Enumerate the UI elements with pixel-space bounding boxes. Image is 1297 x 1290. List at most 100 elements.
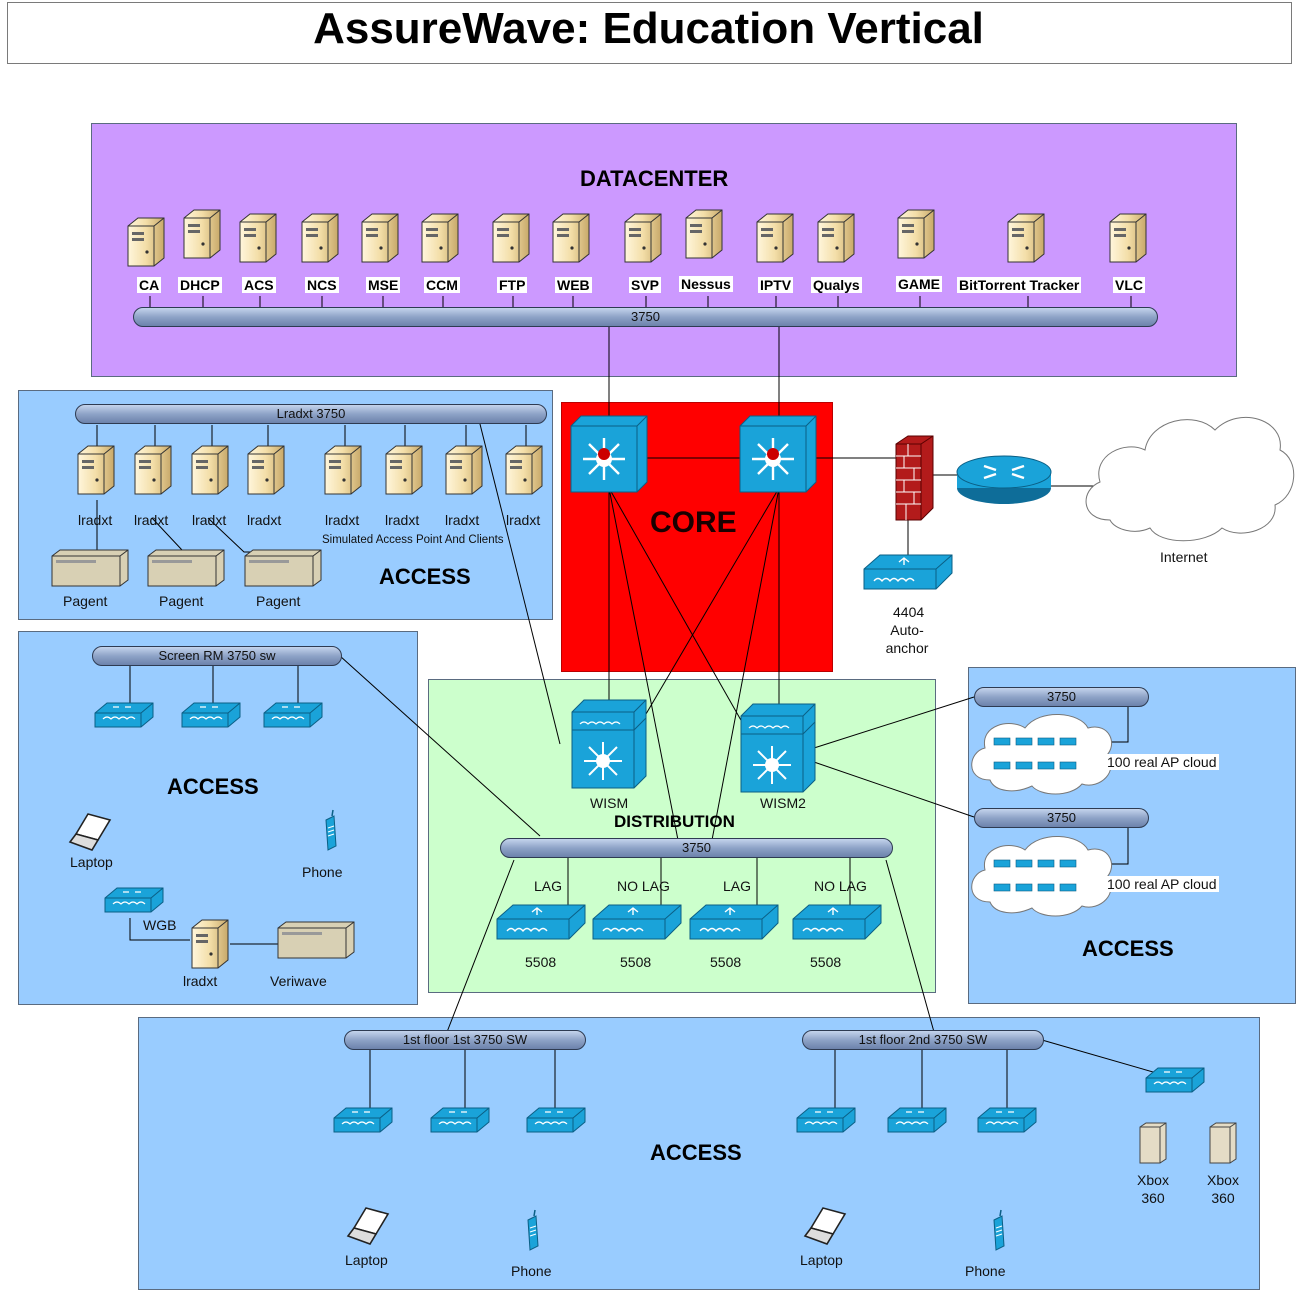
server-label: Nessus bbox=[679, 276, 733, 292]
server-label: WEB bbox=[555, 277, 592, 293]
access-zone-right bbox=[968, 667, 1296, 1004]
floor1-switch-bus-1: 1st floor 1st 3750 SW bbox=[344, 1030, 586, 1050]
wism-icon bbox=[571, 699, 647, 789]
wgb-icon bbox=[104, 887, 164, 913]
server-label: CCM bbox=[424, 277, 460, 293]
lag-label: NO LAG bbox=[617, 878, 670, 894]
server-label: GAME bbox=[896, 276, 942, 292]
access-zone-bottom bbox=[138, 1017, 1260, 1290]
wism2-icon bbox=[740, 703, 816, 793]
lradxt-label: lradxt bbox=[445, 512, 480, 528]
veriwave-label: Veriwave bbox=[270, 973, 327, 989]
title-frame bbox=[7, 2, 1292, 64]
pagent-label: Pagent bbox=[159, 593, 204, 609]
pagent-label: Pagent bbox=[256, 593, 301, 609]
lradxt-label: lradxt bbox=[385, 512, 420, 528]
distribution-switch-bus: 3750 bbox=[500, 838, 893, 858]
controller-label: 5508 bbox=[525, 954, 557, 970]
wgb-label: WGB bbox=[143, 917, 177, 933]
core-label: CORE bbox=[650, 506, 737, 539]
laptop-icon-bottom-2 bbox=[804, 1207, 846, 1245]
laptop-label-left: Laptop bbox=[70, 854, 113, 870]
lag-label: LAG bbox=[723, 878, 752, 894]
server-label: DHCP bbox=[178, 277, 222, 293]
internet-label: Internet bbox=[1160, 549, 1208, 565]
wlc-5508-controllers bbox=[496, 904, 882, 940]
distribution-zone bbox=[428, 679, 936, 993]
phone-icon-bottom-1 bbox=[527, 1209, 539, 1251]
lradxt-label: lradxt bbox=[247, 512, 282, 528]
firewall-icon bbox=[895, 435, 934, 521]
datacenter-servers bbox=[127, 209, 1147, 267]
pagent-devices bbox=[51, 549, 322, 587]
access-label-right: ACCESS bbox=[1082, 936, 1174, 961]
server-label: VLC bbox=[1113, 277, 1145, 293]
datacenter-zone bbox=[91, 123, 1237, 377]
lradxt-label: lradxt bbox=[134, 512, 169, 528]
wism2-label: WISM2 bbox=[760, 795, 806, 811]
anchor-role-label: Auto- anchor bbox=[885, 622, 929, 656]
server-label: IPTV bbox=[758, 277, 794, 293]
laptop-label-bottom: Laptop bbox=[345, 1252, 388, 1268]
xbox-icon-1 bbox=[1139, 1122, 1167, 1164]
server-label: BitTorrent Tracker bbox=[957, 277, 1082, 293]
lradxt-label: lradxt bbox=[325, 512, 360, 528]
server-label: NCS bbox=[305, 277, 339, 293]
access-label-left: ACCESS bbox=[167, 774, 259, 799]
lag-label: NO LAG bbox=[814, 878, 867, 894]
distribution-label: DISTRIBUTION bbox=[614, 812, 735, 831]
server-label: ACS bbox=[242, 277, 276, 293]
veriwave-icon bbox=[277, 921, 355, 959]
core-switches bbox=[569, 414, 818, 494]
access-label-bottom: ACCESS bbox=[650, 1140, 742, 1165]
server-label: CA bbox=[137, 277, 162, 293]
anchor-model-label: 4404 bbox=[893, 604, 925, 620]
ap-cloud-2 bbox=[971, 836, 1112, 917]
phone-icon-bottom-2 bbox=[993, 1209, 1005, 1251]
laptop-icon-left bbox=[69, 813, 111, 851]
controller-label: 5508 bbox=[620, 954, 652, 970]
ap-cloud-label: 100 real AP cloud bbox=[1105, 754, 1219, 770]
anchor-controller-icon bbox=[863, 554, 953, 590]
server-label: MSE bbox=[366, 277, 401, 293]
ap-cloud-1 bbox=[971, 714, 1112, 795]
laptop-label-bottom: Laptop bbox=[800, 1252, 843, 1268]
server-label: Qualys bbox=[811, 277, 862, 293]
lradxt-server-left bbox=[191, 919, 229, 969]
lradxt-servers bbox=[77, 445, 543, 495]
controller-label: 5508 bbox=[710, 954, 742, 970]
xbox-label: Xbox 360 bbox=[1207, 1172, 1239, 1206]
controller-label: 5508 bbox=[810, 954, 842, 970]
server-label: FTP bbox=[497, 277, 528, 293]
connection-lines bbox=[96, 296, 1161, 1112]
pagent-label: Pagent bbox=[63, 593, 108, 609]
screen-rm-switch-bus: Screen RM 3750 sw bbox=[92, 646, 342, 666]
phone-label-left: Phone bbox=[302, 864, 343, 880]
laptop-icon-bottom-1 bbox=[347, 1207, 389, 1245]
screen-rm-aps bbox=[94, 702, 323, 728]
datacenter-label: DATACENTER bbox=[580, 166, 729, 191]
xbox-label: Xbox 360 bbox=[1137, 1172, 1169, 1206]
router-icon bbox=[956, 455, 1052, 504]
xbox-icon-2 bbox=[1209, 1122, 1237, 1164]
ap-cloud-label: 100 real AP cloud bbox=[1105, 876, 1219, 892]
wism-label: WISM bbox=[590, 795, 629, 811]
simulated-ap-caption: Simulated Access Point And Clients bbox=[322, 534, 504, 546]
floor1-switch-bus-2: 1st floor 2nd 3750 SW bbox=[802, 1030, 1044, 1050]
lradxt-label: lradxt bbox=[78, 512, 113, 528]
lag-label: LAG bbox=[534, 878, 563, 894]
datacenter-switch-bus: 3750 bbox=[133, 307, 1158, 327]
phone-icon-left bbox=[325, 809, 337, 851]
diagram-title: AssureWave: Education Vertical bbox=[313, 4, 984, 53]
server-label: SVP bbox=[629, 277, 662, 293]
internet-cloud-icon bbox=[1085, 416, 1295, 542]
right-switch-bus-1: 3750 bbox=[974, 687, 1149, 707]
lradxt-label: lradxt bbox=[192, 512, 227, 528]
lradxt-label-left: lradxt bbox=[183, 973, 218, 989]
right-switch-bus-2: 3750 bbox=[974, 808, 1149, 828]
access-label-top: ACCESS bbox=[379, 564, 471, 589]
phone-label-bottom: Phone bbox=[511, 1263, 552, 1279]
phone-label-bottom: Phone bbox=[965, 1263, 1006, 1279]
lradxt-switch-bus: Lradxt 3750 bbox=[75, 404, 547, 424]
